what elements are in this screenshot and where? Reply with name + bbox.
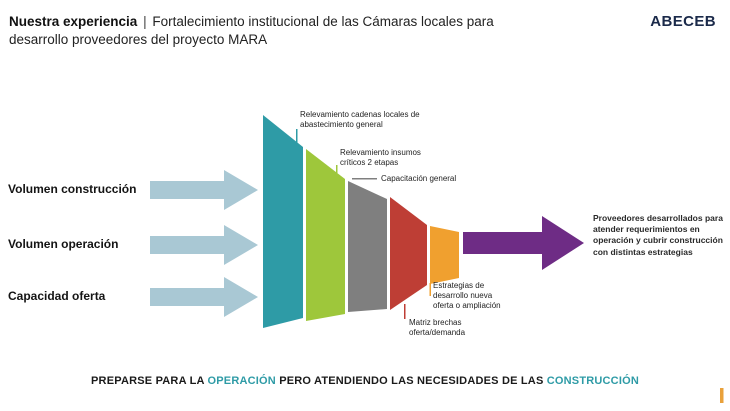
title-separator: | xyxy=(143,14,147,29)
segment-label-matriz-brechas: Matriz brechas oferta/demanda xyxy=(409,318,466,337)
input-arrow-volumen-construccion xyxy=(150,170,258,210)
input-label-volumen-construccion: Volumen construcción xyxy=(8,182,137,196)
outcome-arrow xyxy=(463,216,584,270)
slide-title: Nuestra experiencia | Fortalecimiento in… xyxy=(9,13,614,49)
input-arrow-volumen-operacion xyxy=(150,225,258,265)
footer-message: PREPARSE PARA LA OPERACIÓN PERO ATENDIEN… xyxy=(0,375,730,387)
leader-tick-capacitacion-general xyxy=(352,178,377,180)
funnel-segment-relevamiento-cadenas xyxy=(263,115,303,328)
outcome-text: Proveedores desarrollados para atender r… xyxy=(593,213,723,257)
leader-tick-relevamiento-cadenas xyxy=(296,129,298,143)
slide-title-bold: Nuestra experiencia xyxy=(9,14,138,29)
segment-label-relevamiento-cadenas: Relevamiento cadenas locales de abasteci… xyxy=(300,110,420,129)
footer-part2: PERO ATENDIENDO LAS NECESIDADES DE LAS xyxy=(279,375,544,387)
funnel-segment-capacitacion-general xyxy=(348,181,387,312)
funnel-segment-relevamiento-insumos xyxy=(306,149,345,321)
leader-tick-estrategias xyxy=(429,283,431,296)
segment-label-capacitacion-general: Capacitación general xyxy=(381,174,457,183)
accent-bar xyxy=(720,388,724,403)
input-arrow-capacidad-oferta xyxy=(150,277,258,317)
segment-label-estrategias: Estrategias de desarrollo nueva oferta o… xyxy=(433,281,501,310)
footer-highlight-operacion: OPERACIÓN xyxy=(207,375,276,387)
funnel-segment-matriz-brechas xyxy=(390,197,427,310)
slide-title-rest: Fortalecimiento institucional de las Cám… xyxy=(152,14,494,29)
company-logo: ABECEB xyxy=(650,13,716,30)
footer-part1: PREPARSE PARA LA xyxy=(91,375,205,387)
segment-label-relevamiento-insumos: Relevamiento insumos críticos 2 etapas xyxy=(340,148,421,167)
leader-tick-relevamiento-insumos xyxy=(336,165,338,175)
slide-title-line2: desarrollo proveedores del proyecto MARA xyxy=(9,32,268,48)
funnel-segment-estrategias xyxy=(430,226,459,284)
input-label-capacidad-oferta: Capacidad oferta xyxy=(8,289,106,303)
footer-highlight-construccion: CONSTRUCCIÓN xyxy=(546,375,639,387)
input-label-volumen-operacion: Volumen operación xyxy=(8,237,119,251)
leader-tick-matriz-brechas xyxy=(404,304,406,319)
